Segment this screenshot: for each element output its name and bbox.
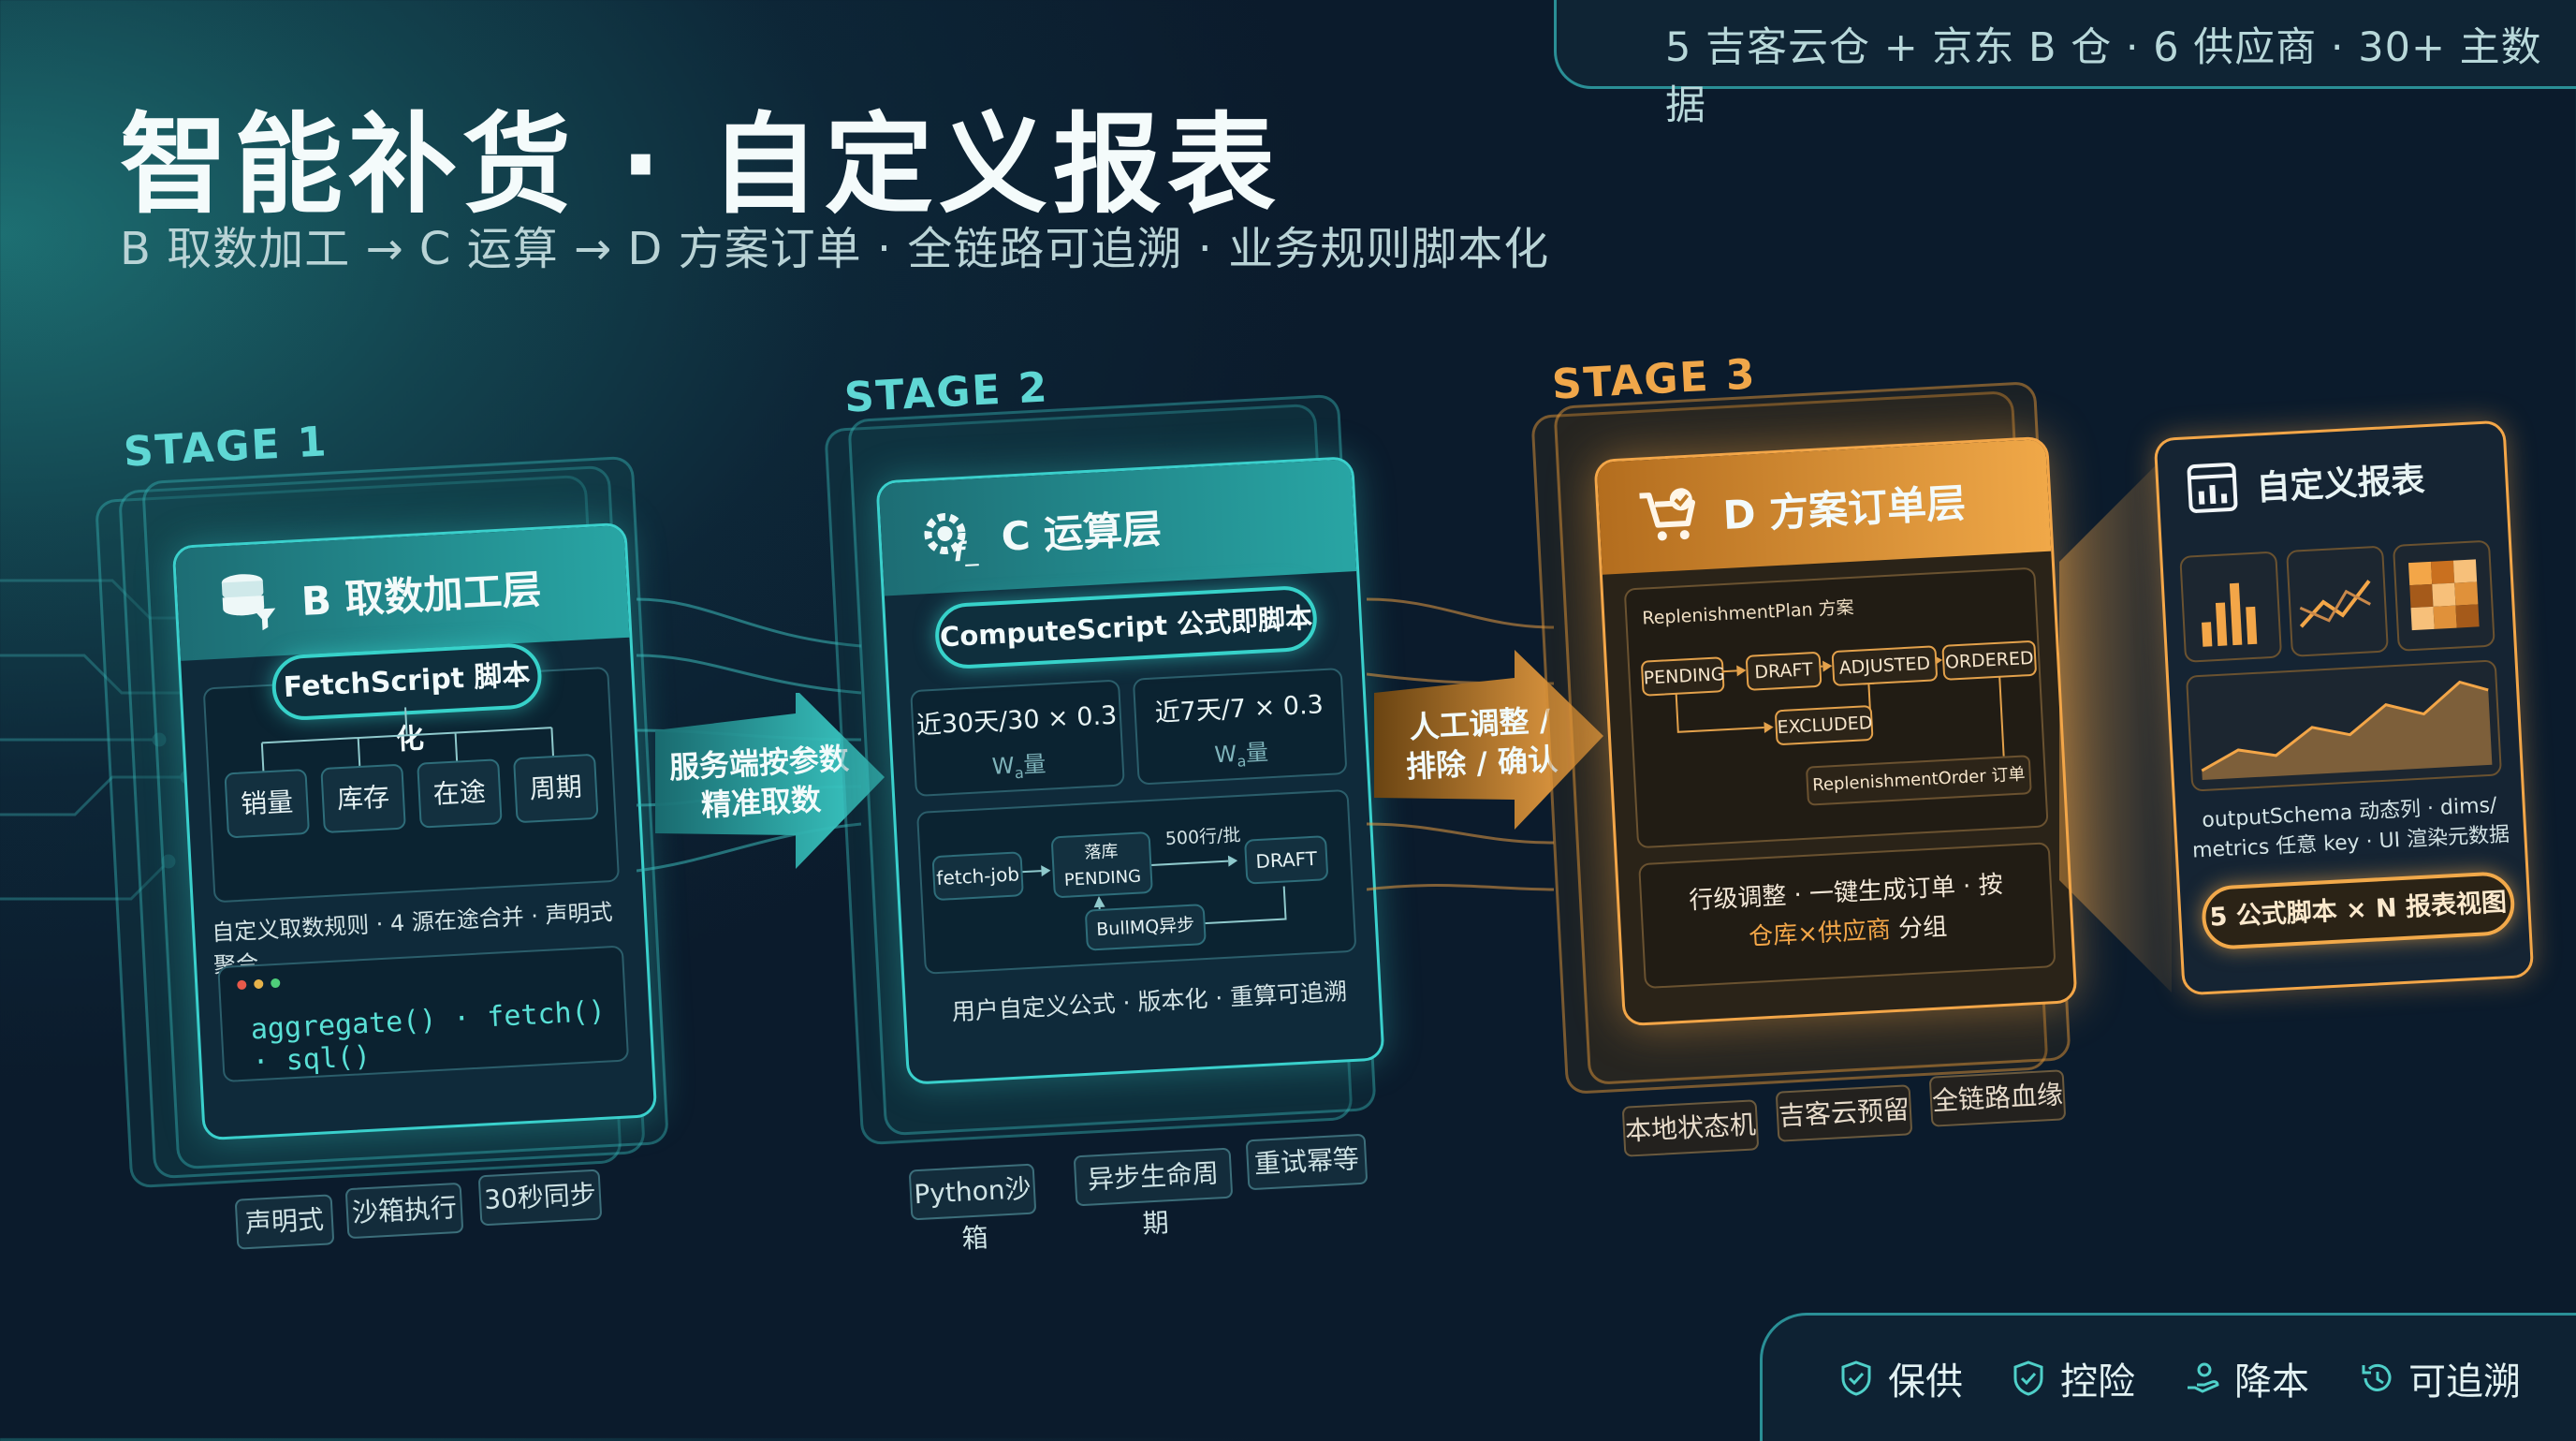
- page-title: 智能补货 · 自定义报表: [120, 102, 1281, 228]
- report-pill: 5 公式脚本 × N 报表视图: [2200, 870, 2516, 951]
- line-chart-icon: [2299, 580, 2371, 628]
- code-text: aggregate() · fetch() · sql(): [249, 994, 607, 1080]
- stage3-note-tail: 分组: [1890, 913, 1948, 945]
- report-panel: 自定义报表 outputSchema 动态列 · dims/ metrics 任…: [2153, 419, 2535, 996]
- stage1-panel: B 取数加工层 FetchScript 脚本化 销量 库存 在途 周期 自定义取…: [171, 522, 658, 1141]
- stage1-title: B 取数加工层: [300, 566, 543, 625]
- report-icon: [2187, 463, 2238, 513]
- stage2-note: 用户自定义公式 · 版本化 · 重算可追溯: [951, 978, 1348, 1026]
- state-draft: DRAFT: [1745, 651, 1822, 691]
- footer-bar: 保供 控险 降本 可追溯: [1760, 1313, 2576, 1441]
- top-tag-text: 5 吉客云仓 + 京东 B 仓 · 6 供应商 · 30+ 主数据: [1665, 24, 2542, 129]
- formula-30d-text: 近30天/30 × 0.3: [915, 700, 1118, 741]
- chip-async: 异步生命周期: [1073, 1147, 1234, 1240]
- source-cycle: 周期: [513, 753, 599, 824]
- stage3-header: D 方案订单层: [1596, 438, 2052, 575]
- bullmq-node: BullMQ异步: [1084, 904, 1207, 951]
- database-icon: [221, 574, 276, 631]
- projection-beam: [2059, 449, 2172, 993]
- area-chart-icon: [2201, 680, 2493, 781]
- source-sales: 销量: [224, 768, 310, 839]
- feature-supply-label: 保供: [1888, 1360, 1963, 1404]
- shield-check-icon: [1841, 1360, 1871, 1396]
- arrow-1: [655, 693, 885, 869]
- chip-sandbox: 沙箱执行: [344, 1182, 464, 1240]
- heatmap-thumb: [2392, 539, 2496, 652]
- history-icon: [2362, 1363, 2392, 1391]
- top-tag: 5 吉客云仓 + 京东 B 仓 · 6 供应商 · 30+ 主数据: [1554, 0, 2576, 129]
- w-symbol: W: [991, 752, 1016, 780]
- stage1-header: B 取数加工层: [174, 524, 630, 661]
- feature-supply: 保供: [1837, 1351, 1963, 1405]
- stage2-panel: f_ C 运算层 ComputeScript 公式即脚本 近30天/30 × 0…: [875, 456, 1385, 1085]
- feature-cost: 降本: [2184, 1351, 2309, 1405]
- chip-lineage: 全链路血缘: [1928, 1069, 2067, 1127]
- page-subtitle: B 取数加工 → C 运算 → D 方案订单 · 全链路可追溯 · 业务规则脚本…: [120, 223, 1550, 275]
- cart-check-icon: [1639, 488, 1696, 541]
- feature-risk: 控险: [2010, 1351, 2135, 1405]
- arrow1-label: 服务端按参数 精准取数: [665, 739, 856, 827]
- chip-retry: 重试幂等: [1245, 1133, 1368, 1191]
- formula-30d: 近30天/30 × 0.3 Wa量: [910, 679, 1125, 798]
- report-title: 自定义报表: [2255, 461, 2426, 508]
- formula-7d: 近7天/7 × 0.3 Wa量: [1132, 668, 1348, 786]
- fetch-job-node: fetch-job: [931, 851, 1024, 902]
- line-chart-thumb: [2286, 545, 2389, 657]
- svg-text:f_: f_: [953, 536, 980, 567]
- w-unit: 量: [1022, 750, 1046, 778]
- heatmap-icon: [2408, 559, 2480, 631]
- stage3-panel: D 方案订单层 ReplenishmentPlan 方案 PENDING DRA…: [1593, 435, 2078, 1027]
- hand-coin-icon: [2188, 1362, 2219, 1393]
- stage2-header: f_ C 运算层: [878, 459, 1357, 596]
- batch-label: 500行/批: [1164, 824, 1242, 850]
- feature-cost-label: 降本: [2234, 1360, 2309, 1404]
- source-inventory: 库存: [320, 763, 406, 834]
- chip-declarative: 声明式: [234, 1194, 335, 1250]
- pending-bottom: PENDING: [1063, 866, 1142, 890]
- shield-icon: [2013, 1360, 2043, 1396]
- bar-chart-icon: [2202, 582, 2258, 647]
- feature-risk-label: 控险: [2060, 1360, 2135, 1404]
- chip-state-machine: 本地状态机: [1621, 1099, 1760, 1157]
- report-header: 自定义报表: [2157, 423, 2508, 540]
- w-unit: 量: [1245, 739, 1269, 767]
- pending-node: 落库 PENDING: [1050, 831, 1153, 899]
- feature-trace: 可追溯: [2358, 1351, 2521, 1405]
- state-adjusted: ADJUSTED: [1831, 645, 1939, 687]
- formula-7d-weight: Wa量: [1137, 729, 1345, 775]
- fetch-tree-lines: [260, 707, 554, 772]
- stage3-note-box: 行级调整 · 一键生成订单 · 按 仓库×供应商 分组: [1638, 842, 2056, 990]
- report-note: outputSchema 动态列 · dims/ metrics 任意 key …: [2185, 790, 2515, 867]
- formula-7d-text: 近7天/7 × 0.3: [1153, 690, 1325, 728]
- chip-sync: 30秒同步: [477, 1169, 603, 1227]
- w-symbol: W: [1213, 741, 1237, 769]
- draft-node: DRAFT: [1244, 835, 1329, 885]
- source-transit: 在途: [417, 758, 503, 829]
- chip-python: Python沙箱: [908, 1163, 1037, 1255]
- state-ordered: ORDERED: [1941, 640, 2038, 681]
- stage2-title: C 运算层: [1000, 505, 1164, 560]
- formula-30d-weight: Wa量: [915, 741, 1123, 787]
- arrow-2: [1374, 650, 1603, 830]
- code-snippet: aggregate() · fetch() · sql(): [217, 945, 630, 1083]
- chip-reserve: 吉客云预留: [1775, 1084, 1913, 1142]
- stage3-title: D 方案订单层: [1721, 478, 1968, 538]
- state-excluded: EXCLUDED: [1774, 704, 1874, 746]
- area-chart-thumb: [2185, 659, 2503, 792]
- computescript-pill: ComputeScript 公式即脚本: [933, 584, 1319, 670]
- bar-chart-thumb: [2179, 551, 2283, 663]
- feature-trace-label: 可追溯: [2408, 1360, 2521, 1404]
- gear-function-icon: f_: [924, 513, 980, 568]
- stage3-highlight: 仓库×供应商: [1748, 916, 1892, 952]
- stage1-label: STAGE 1: [122, 418, 329, 477]
- state-pending: PENDING: [1640, 656, 1725, 697]
